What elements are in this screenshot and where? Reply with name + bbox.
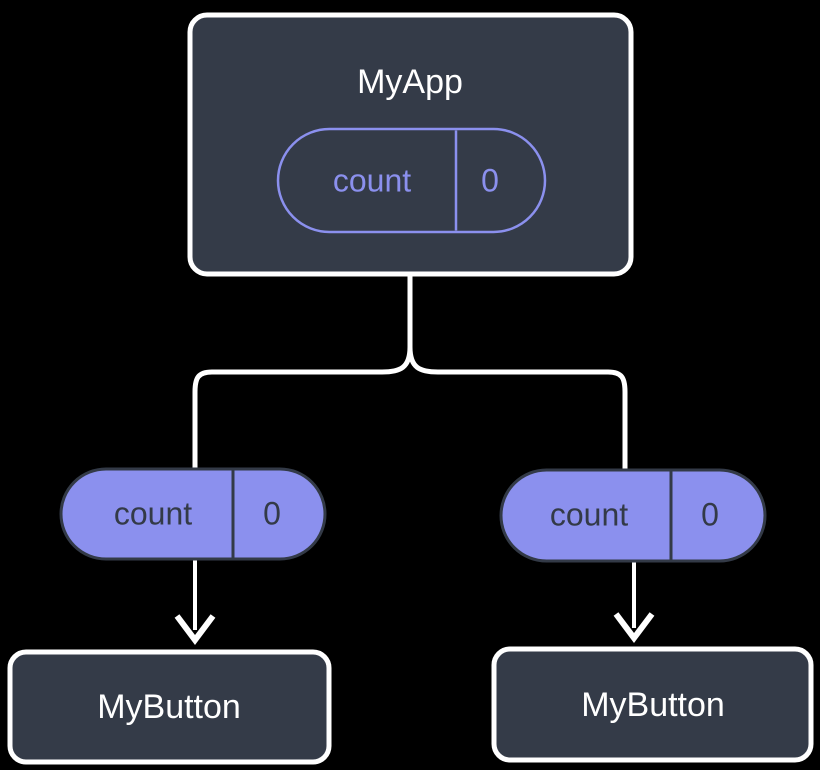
node-mybutton-left-label: MyButton — [97, 688, 241, 726]
state-pill-root-shape[interactable] — [276, 127, 547, 234]
node-myapp-box[interactable] — [187, 12, 634, 277]
state-pill-right[interactable]: count 0 — [499, 468, 767, 563]
branch-right: count 0 MyButton — [491, 468, 814, 763]
arrowhead-right — [613, 612, 655, 643]
state-pill-left-value: 0 — [263, 495, 281, 531]
state-pill-right-key: count — [550, 496, 628, 532]
state-pill-root-key: count — [333, 162, 411, 198]
node-mybutton-right-label: MyButton — [581, 686, 725, 724]
node-mybutton-left[interactable]: MyButton — [7, 649, 332, 765]
arrowhead-left — [174, 614, 216, 645]
node-mybutton-right[interactable]: MyButton — [491, 646, 814, 763]
state-pill-right-shape[interactable] — [499, 468, 767, 563]
node-mybutton-right-box[interactable] — [491, 646, 814, 763]
node-mybutton-left-box[interactable] — [7, 649, 332, 765]
edge-branch-left — [192, 346, 413, 480]
state-pill-right-value: 0 — [701, 496, 719, 532]
state-pill-left-key: count — [114, 495, 192, 531]
state-pill-left-shape[interactable] — [59, 467, 327, 561]
state-pill-root-value: 0 — [481, 162, 499, 198]
branch-left: count 0 MyButton — [7, 467, 332, 765]
state-pill-left[interactable]: count 0 — [59, 467, 327, 561]
node-myapp[interactable]: MyApp count 0 — [187, 12, 634, 277]
edge-layer — [174, 276, 655, 645]
state-pill-root[interactable]: count 0 — [276, 127, 547, 234]
edge-branch-right — [407, 346, 628, 480]
node-myapp-label: MyApp — [357, 63, 463, 101]
